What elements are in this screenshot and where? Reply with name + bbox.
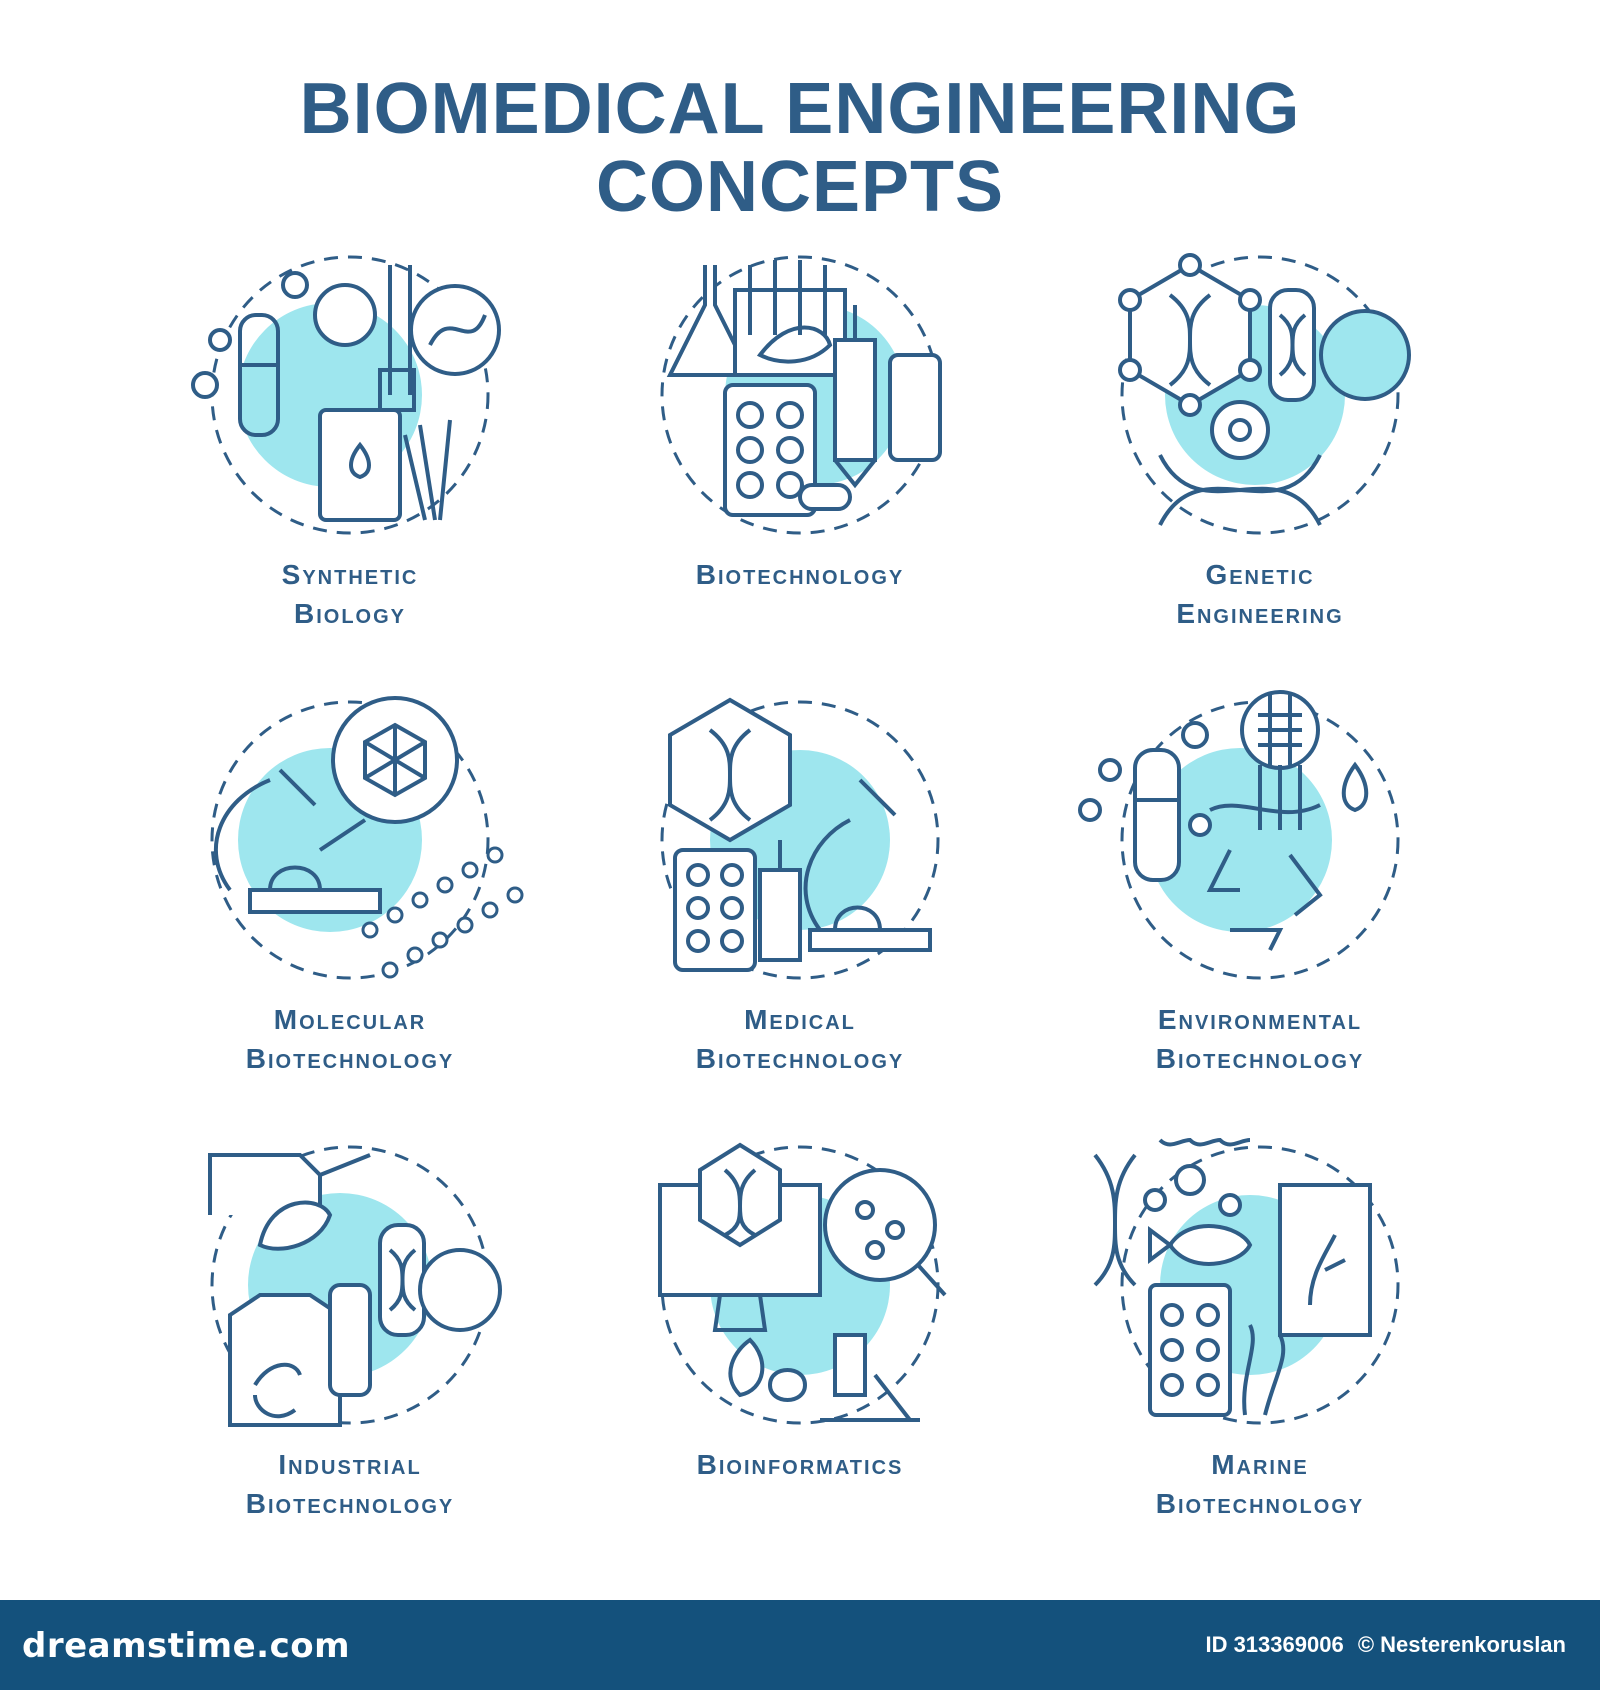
author-name[interactable]: © Nesterenkoruslan <box>1357 1632 1566 1657</box>
bioinformatics-icon <box>658 1142 947 1425</box>
concept-label-line-2: Biotechnology <box>245 1488 455 1519</box>
concept-label: Synthetic Biology <box>130 555 570 633</box>
concept-label-line-1: Medical <box>744 1004 856 1035</box>
environmental-biotechnology-icon <box>1078 690 1400 980</box>
image-credit: ID 313369006 © Nesterenkoruslan <box>1205 1632 1574 1658</box>
concept-label: Industrial Biotechnology <box>130 1445 570 1523</box>
concept-label: Bioinformatics <box>580 1445 1020 1484</box>
concept-label-line-1: Genetic <box>1205 559 1315 590</box>
concept-label: Biotechnology <box>580 555 1020 594</box>
concept-label-line-1: Bioinformatics <box>696 1449 904 1480</box>
concept-molecular-biotechnology: Molecular Biotechnology <box>130 690 570 1130</box>
concept-label-line-1: Synthetic <box>281 559 419 590</box>
molecular-biotechnology-icon <box>210 696 524 980</box>
concept-label-line-1: Molecular <box>273 1004 427 1035</box>
concept-label: Molecular Biotechnology <box>130 1000 570 1078</box>
concept-medical-biotechnology: Medical Biotechnology <box>580 690 1020 1130</box>
genetic-engineering-icon <box>1118 253 1411 535</box>
footer-bar: dreamstime.com ID 313369006 © Nesterenko… <box>0 1600 1600 1690</box>
title-line-2: concepts <box>595 147 1005 227</box>
concept-label-line-1: Biotechnology <box>695 559 905 590</box>
concept-label-line-2: Biotechnology <box>245 1043 455 1074</box>
concept-label: Environmental Biotechnology <box>1040 1000 1480 1078</box>
concept-label-line-2: Engineering <box>1176 598 1344 629</box>
concept-label-line-1: Marine <box>1211 1449 1309 1480</box>
concept-label-line-2: Biology <box>293 598 406 629</box>
concept-label-line-2: Biotechnology <box>1155 1043 1365 1074</box>
concept-label: Genetic Engineering <box>1040 555 1480 633</box>
biotechnology-icon <box>660 255 942 535</box>
concept-biotechnology: Biotechnology <box>580 245 1020 685</box>
industrial-biotechnology-icon <box>208 1145 502 1427</box>
concept-synthetic-biology: Synthetic Biology <box>130 245 570 685</box>
concept-label-line-1: Industrial <box>278 1449 422 1480</box>
title-line-1: Biomedical engineering <box>299 69 1301 149</box>
concept-label: Marine Biotechnology <box>1040 1445 1480 1523</box>
concept-label-line-2: Biotechnology <box>695 1043 905 1074</box>
concept-marine-biotechnology: Marine Biotechnology <box>1040 1135 1480 1575</box>
concept-label-line-2: Biotechnology <box>1155 1488 1365 1519</box>
concept-label: Medical Biotechnology <box>580 1000 1020 1078</box>
page-title: Biomedical engineering concepts <box>0 70 1600 226</box>
image-id: ID 313369006 <box>1205 1632 1344 1657</box>
marine-biotechnology-icon <box>1093 1137 1400 1425</box>
dreamstime-logo[interactable]: dreamstime.com <box>22 1626 351 1666</box>
concept-genetic-engineering: Genetic Engineering <box>1040 245 1480 685</box>
concept-industrial-biotechnology: Industrial Biotechnology <box>130 1135 570 1575</box>
concept-label-line-1: Environmental <box>1157 1004 1363 1035</box>
synthetic-biology-icon <box>191 255 501 535</box>
medical-biotechnology-icon <box>660 697 940 980</box>
concept-environmental-biotechnology: Environmental Biotechnology <box>1040 690 1480 1130</box>
concept-bioinformatics: Bioinformatics <box>580 1135 1020 1575</box>
